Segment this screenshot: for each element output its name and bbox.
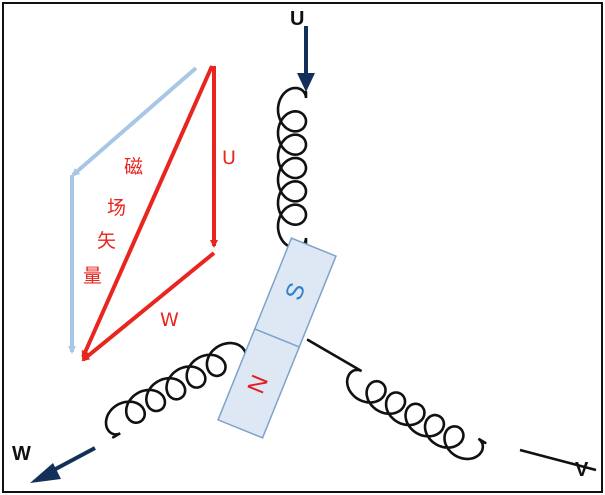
field-label-char-2: 场 (107, 197, 126, 219)
terminal-label-v: V (575, 459, 589, 481)
coil-w (104, 341, 252, 439)
vector-field-resultant (81, 65, 214, 359)
field-label-char-3: 矢 (97, 230, 116, 252)
coil-u (276, 86, 308, 250)
terminal-arrow-u (297, 26, 315, 92)
vector-blue-diagonal (71, 66, 198, 177)
terminal-label-u: U (290, 8, 304, 30)
terminal-arrow-w (30, 446, 96, 483)
field-label-char-4: 量 (83, 265, 102, 287)
coil-v (306, 338, 487, 461)
terminal-label-w: W (12, 443, 31, 465)
vector-label-w: W (160, 309, 179, 331)
vector-label-u: U (222, 147, 236, 169)
vector-w (81, 251, 216, 362)
rotor-magnet: S N (217, 237, 337, 439)
magnet-north-pole (217, 328, 301, 439)
lead-wire-v (519, 448, 597, 472)
field-vector-label: 磁 场 矢 量 (83, 156, 143, 287)
field-label-char-1: 磁 (124, 156, 143, 178)
